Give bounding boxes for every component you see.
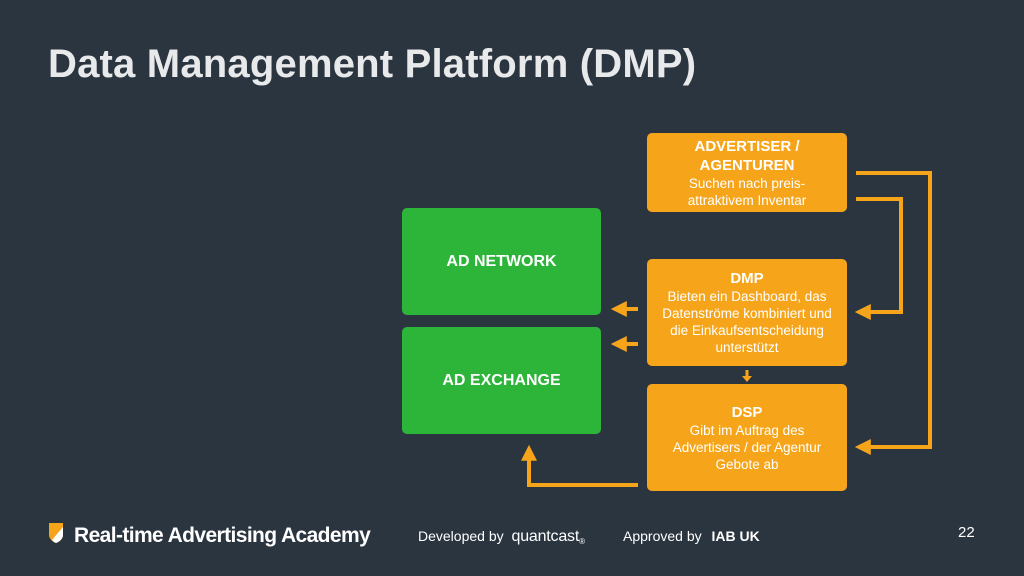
developed-prefix: Developed by: [418, 528, 504, 544]
dmp-text: Bieten ein Dashboard, das Datenströme ko…: [662, 289, 832, 355]
dmp-title: DMP: [730, 270, 764, 287]
ad-network-box: AD NETWORK: [402, 208, 601, 315]
ad-network-label: AD NETWORK: [446, 253, 557, 270]
dsp-title: DSP: [731, 403, 763, 421]
slide-title: Data Management Platform (DMP): [48, 42, 697, 86]
brand: Real-time Advertising Academy: [48, 522, 371, 550]
dsp-text: Gibt im Auftrag des Advertisers / der Ag…: [672, 422, 822, 472]
brand-name: Real-time Advertising Academy: [74, 524, 371, 547]
arrow-advertiser-to-dsp: [854, 171, 932, 455]
iab-uk-logo: IAB UK: [711, 528, 760, 544]
dmp-box: DMP Bieten ein Dashboard, das Datenström…: [647, 259, 847, 366]
ad-exchange-box: AD EXCHANGE: [402, 327, 601, 434]
academy-shield-icon: [48, 522, 64, 550]
arrow-advertiser-to-dmp: [854, 197, 903, 320]
approved-prefix: Approved by: [623, 528, 702, 544]
dsp-box: DSP Gibt im Auftrag des Advertisers / de…: [647, 384, 847, 491]
page-number: 22: [958, 524, 975, 541]
approved-by: Approved by IAB UK: [623, 528, 760, 544]
advertiser-text: Suchen nach preis-attraktivem Inventar: [687, 175, 807, 208]
advertiser-box: ADVERTISER / AGENTUREN Suchen nach preis…: [647, 133, 847, 212]
quantcast-logo: quantcast: [511, 528, 580, 545]
developed-by: Developed by quantcast®: [418, 528, 585, 546]
advertiser-title: ADVERTISER / AGENTUREN: [694, 137, 800, 174]
arrow-dsp-to-ad-exchange: [521, 444, 638, 487]
ad-exchange-label: AD EXCHANGE: [442, 372, 561, 389]
registered-mark: ®: [579, 537, 586, 546]
